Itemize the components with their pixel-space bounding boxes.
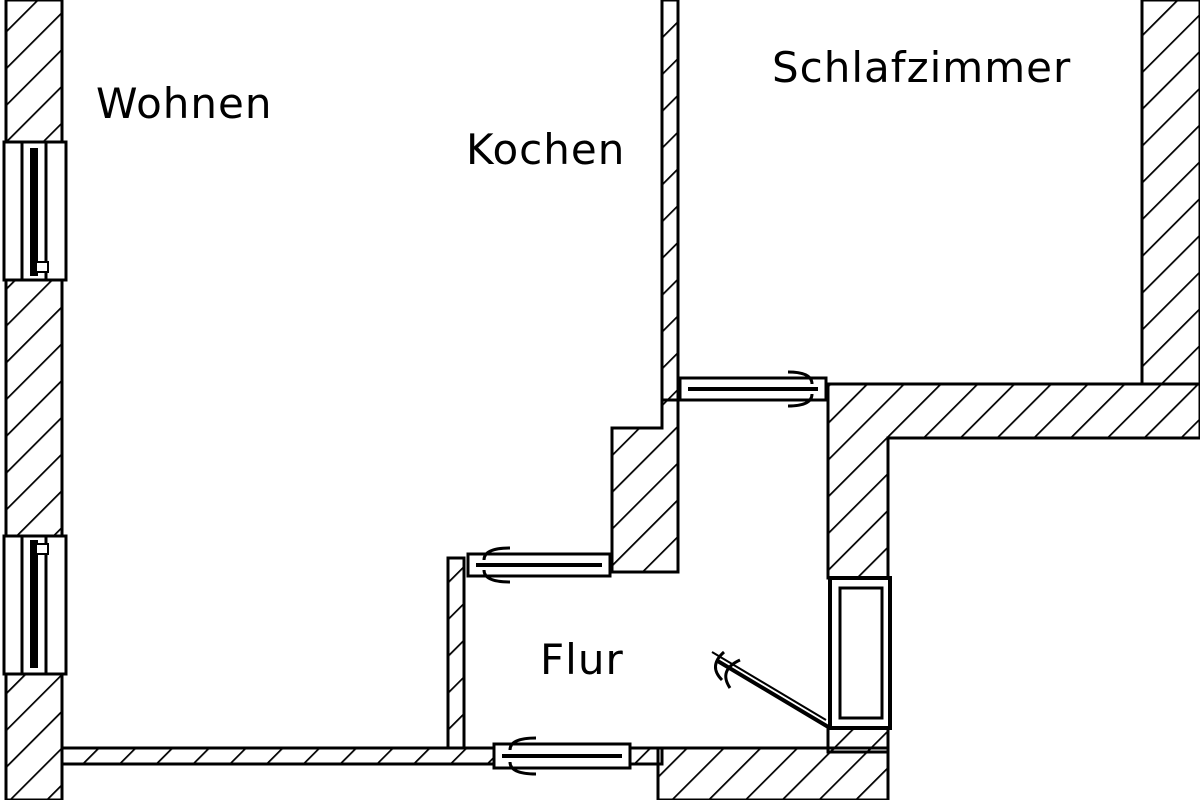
room-label-flur: Flur bbox=[540, 635, 624, 684]
wall-left-exterior bbox=[4, 0, 64, 800]
window-upper bbox=[2, 140, 68, 282]
wall-hallway-left bbox=[446, 556, 466, 750]
window-lower bbox=[2, 534, 68, 676]
door-kitchen bbox=[466, 546, 612, 584]
wall-right-exterior bbox=[1140, 0, 1200, 386]
wall-kitchen-bedroom bbox=[660, 0, 680, 402]
door-bottom bbox=[492, 736, 632, 776]
room-label-kochen: Kochen bbox=[466, 125, 625, 174]
entrance-door bbox=[711, 576, 892, 730]
wall-kitchen-hallway bbox=[610, 398, 680, 574]
door-bedroom bbox=[678, 370, 828, 408]
walls bbox=[4, 0, 1200, 800]
wall-bottom-right bbox=[656, 746, 890, 800]
room-label-wohnen: Wohnen bbox=[96, 79, 272, 128]
room-label-schlafzimmer: Schlafzimmer bbox=[772, 43, 1071, 92]
wall-entrance-bottom bbox=[826, 726, 890, 754]
wall-bedroom-bottom bbox=[826, 382, 1200, 580]
